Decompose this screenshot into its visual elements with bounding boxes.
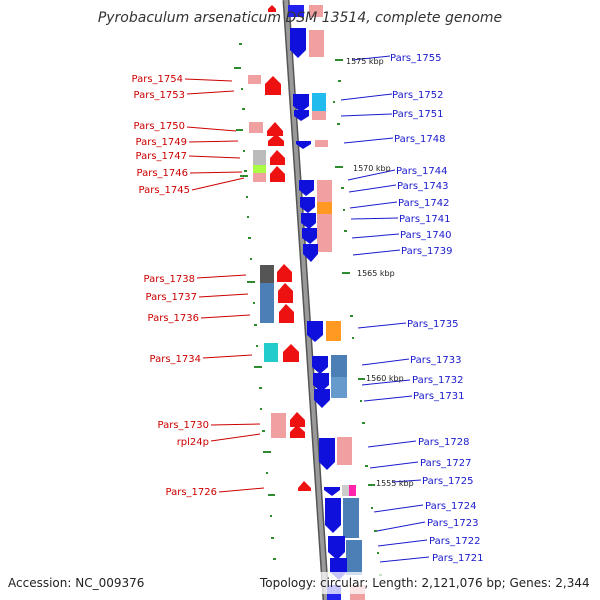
gene-label-left[interactable]: Pars_1737	[146, 292, 197, 303]
kbp-marker: 1575 kbp	[346, 57, 384, 66]
gene-label-right[interactable]: Pars_1755	[390, 53, 441, 64]
right-pointer-lines	[340, 55, 430, 563]
genome-summary-text: Topology: circular; Length: 2,121,076 bp…	[259, 576, 590, 590]
gene-label-left[interactable]: Pars_1745	[139, 185, 190, 196]
map-title: Pyrobaculum arsenaticum DSM 13514, compl…	[98, 10, 502, 26]
left-gene-blocks	[248, 75, 286, 438]
gene-label-right[interactable]: Pars_1743	[397, 181, 448, 192]
gene-label-left[interactable]: Pars_1746	[137, 168, 188, 179]
gene-label-right[interactable]: Pars_1724	[425, 501, 476, 512]
gene-label-right[interactable]: Pars_1727	[420, 458, 471, 469]
gene-label-right[interactable]: Pars_1742	[398, 198, 449, 209]
gene-label-left[interactable]: Pars_1726	[166, 487, 217, 498]
gene-label-right[interactable]: Pars_1740	[400, 230, 451, 241]
gene-label-left[interactable]: Pars_1753	[134, 90, 185, 101]
gene-label-right[interactable]: Pars_1751	[392, 109, 443, 120]
gene-label-left[interactable]: rpl24p	[177, 437, 209, 448]
genome-backbone	[284, 0, 328, 600]
gene-label-right[interactable]: Pars_1723	[427, 518, 478, 529]
reverse-gene-arrows	[265, 5, 311, 491]
left-pointer-lines	[184, 78, 265, 493]
gene-label-left[interactable]: Pars_1730	[158, 420, 209, 431]
gene-label-right[interactable]: Pars_1744	[396, 166, 447, 177]
gene-label-right[interactable]: Pars_1733	[410, 355, 461, 366]
gene-label-left[interactable]: Pars_1754	[132, 74, 183, 85]
kbp-marker: 1565 kbp	[357, 269, 395, 278]
accession-text: Accession: NC_009376	[8, 576, 144, 590]
footer-accession-backdrop	[0, 572, 254, 594]
gene-label-right[interactable]: Pars_1731	[413, 391, 464, 402]
kbp-marker: 1555 kbp	[376, 479, 414, 488]
gene-label-right[interactable]: Pars_1732	[412, 375, 463, 386]
gene-label-left[interactable]: Pars_1749	[136, 137, 187, 148]
gene-label-left[interactable]: Pars_1736	[148, 313, 199, 324]
forward-gene-arrows	[288, 5, 347, 600]
gene-label-right[interactable]: Pars_1735	[407, 319, 458, 330]
footer-summary-backdrop	[257, 572, 600, 594]
gene-label-right[interactable]: Pars_1725	[422, 476, 473, 487]
gene-label-right[interactable]: Pars_1722	[429, 536, 480, 547]
gene-label-left[interactable]: Pars_1738	[144, 274, 195, 285]
gene-label-left[interactable]: Pars_1747	[136, 151, 187, 162]
gene-label-left[interactable]: Pars_1734	[150, 354, 201, 365]
gene-label-right[interactable]: Pars_1752	[392, 90, 443, 101]
gene-label-right[interactable]: Pars_1728	[418, 437, 469, 448]
kbp-marker: 1570 kbp	[353, 164, 391, 173]
gene-label-right[interactable]: Pars_1739	[401, 246, 452, 257]
gene-label-left[interactable]: Pars_1750	[134, 121, 185, 132]
gene-label-right[interactable]: Pars_1748	[394, 134, 445, 145]
kbp-marker: 1560 kbp	[366, 374, 404, 383]
gene-label-right[interactable]: Pars_1721	[432, 553, 483, 564]
gene-label-right[interactable]: Pars_1741	[399, 214, 450, 225]
